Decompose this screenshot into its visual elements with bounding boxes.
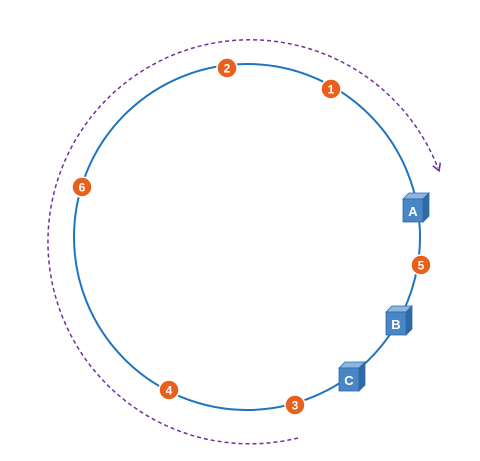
- node-1-label: 1: [328, 83, 335, 97]
- server-B: B: [385, 305, 413, 336]
- server-A-label: A: [408, 204, 418, 219]
- node-4: 4: [158, 379, 180, 401]
- server-C-label: C: [344, 373, 354, 388]
- node-6-label: 6: [79, 181, 86, 195]
- server-A: A: [402, 192, 430, 223]
- node-4-label: 4: [166, 384, 173, 398]
- node-2: 2: [216, 57, 238, 79]
- node-1: 1: [320, 78, 342, 100]
- rotation-arrow: [47, 39, 442, 445]
- node-3: 3: [284, 394, 306, 416]
- node-3-label: 3: [292, 399, 299, 413]
- node-2-label: 2: [224, 62, 231, 76]
- hash-ring: [73, 63, 421, 411]
- node-6: 6: [71, 176, 93, 198]
- server-C: C: [338, 361, 366, 392]
- node-5: 5: [410, 254, 432, 276]
- node-5-label: 5: [418, 259, 425, 273]
- server-B-label: B: [391, 317, 400, 332]
